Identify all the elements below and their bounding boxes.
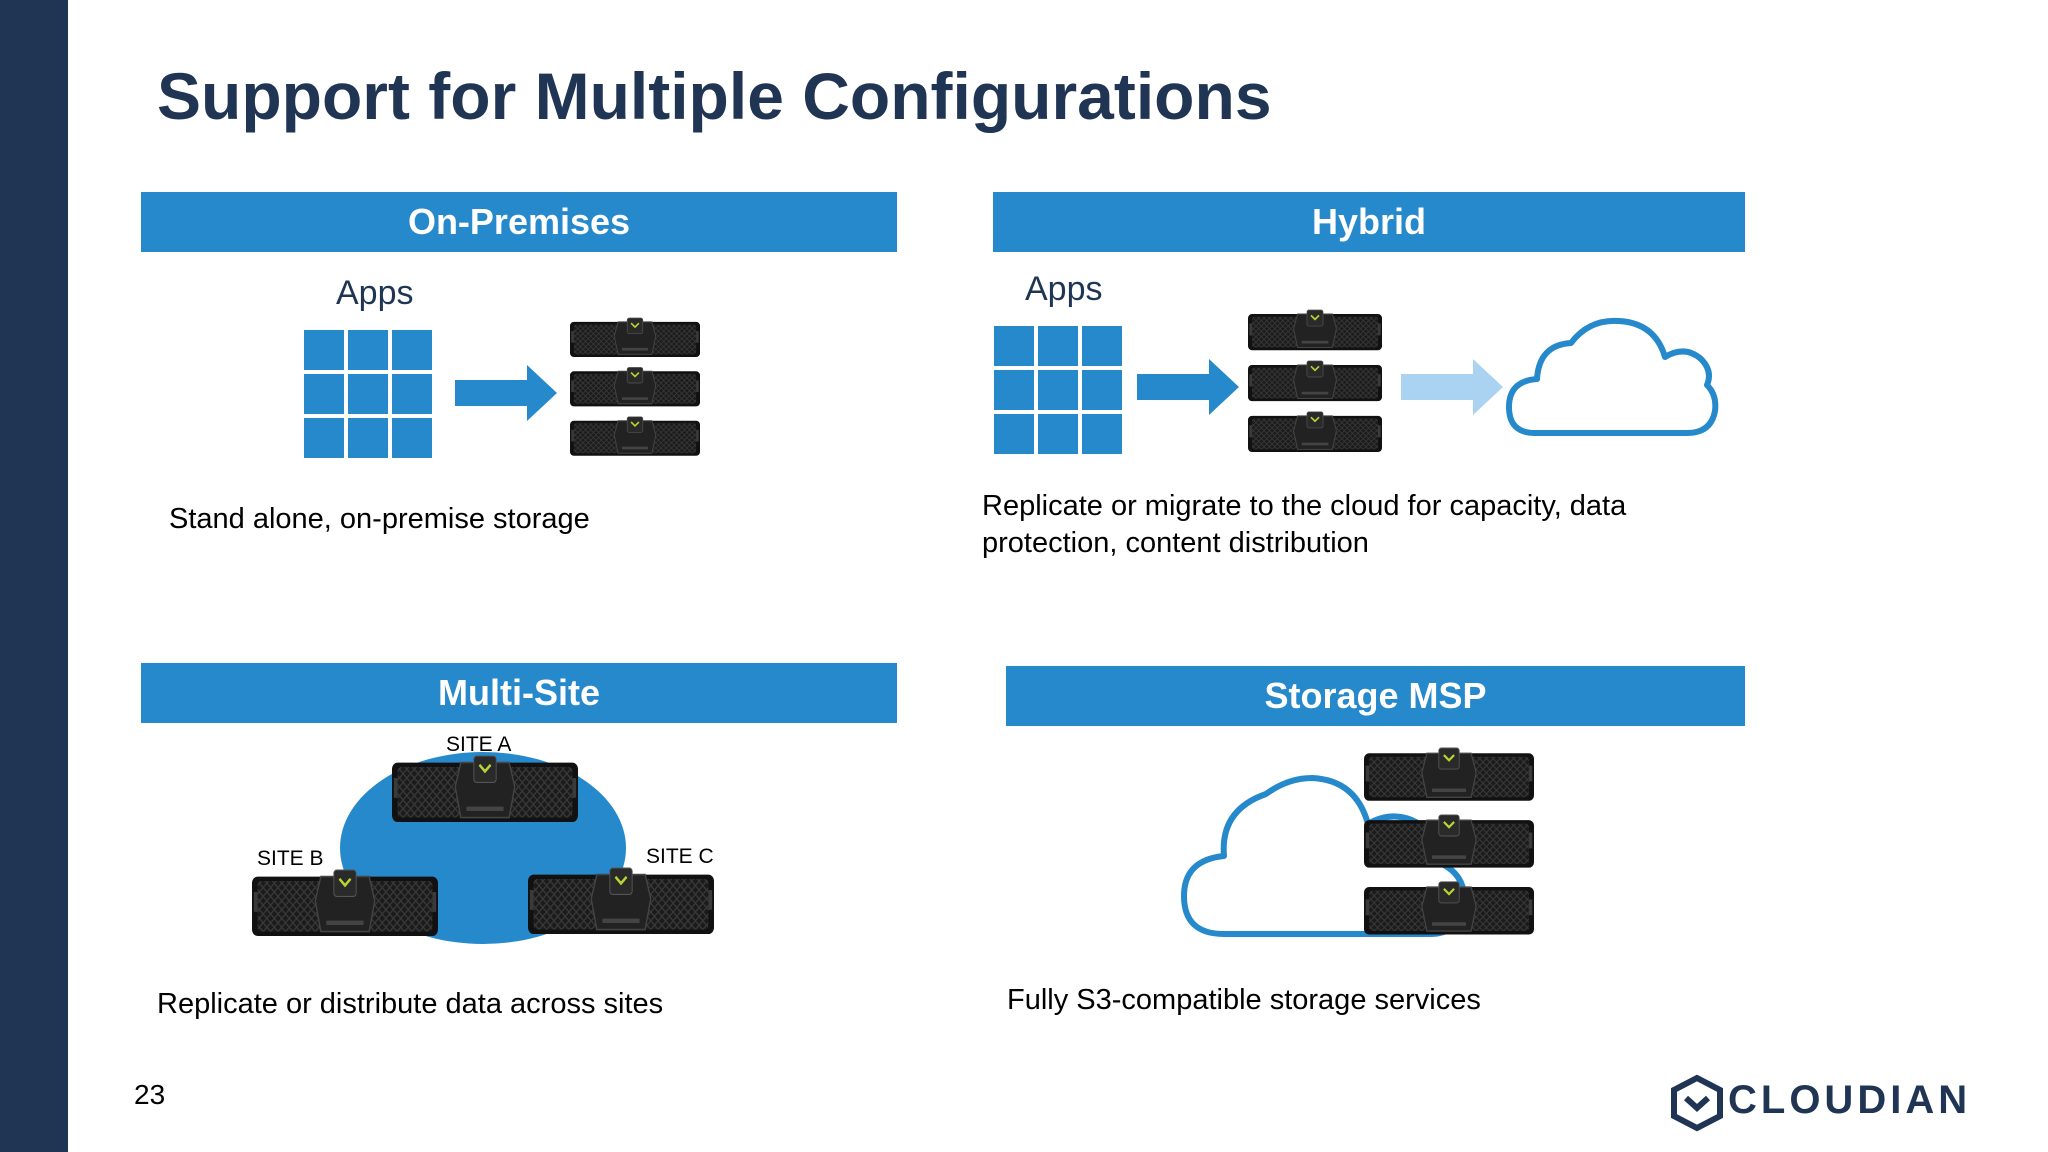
page-number: 23 [134,1079,166,1110]
site-c-label: SITE C [646,845,714,868]
header-storage-msp: Storage MSP [1006,666,1745,726]
arrow-right-icon [455,365,557,421]
caption-hybrid-line1: Replicate or migrate to the cloud for ca… [982,490,1627,522]
storage-appliance-icon [569,415,701,457]
site-b-label: SITE B [257,847,324,870]
storage-appliance-icon [1247,411,1383,453]
storage-appliance-icon [569,317,701,358]
site-a-label: SITE A [446,733,512,756]
header-on-premises: On-Premises [141,192,897,252]
storage-appliance-icon [569,366,701,408]
header-multi-site: Multi-Site [141,663,897,723]
side-bar [0,0,68,1152]
caption-hybrid-line2: protection, content distribution [982,527,1369,559]
arrow-right-icon [1401,359,1503,415]
storage-appliance-icon [1247,360,1383,402]
caption-storage-msp: Fully S3-compatible storage services [1007,984,1481,1016]
storage-appliance-icon [526,866,716,936]
storage-stack-msp [1362,746,1536,936]
storage-appliance-site-a [390,754,580,824]
storage-appliance-icon [250,868,440,938]
header-hybrid: Hybrid [993,192,1745,252]
storage-appliance-icon [1362,813,1536,869]
storage-appliance-icon [1362,746,1536,802]
apps-label-hybrid: Apps [1025,270,1103,308]
apps-grid-icon [304,330,432,458]
caption-multi-site: Replicate or distribute data across site… [157,988,664,1020]
cloud-icon [1506,317,1719,436]
cloud-icon [1181,775,1468,937]
storage-appliance-icon [390,754,580,824]
caption-on-premises: Stand alone, on-premise storage [169,503,590,535]
storage-stack-hybrid [1247,309,1383,453]
cloudian-logo-icon [1671,1074,1723,1132]
storage-appliance-site-c [526,866,716,936]
storage-appliance-icon [1247,309,1383,352]
storage-stack-on-premises [569,317,701,457]
logo-wordmark: CLOUDIAN [1728,1078,1972,1122]
apps-label-on-premises: Apps [336,274,414,312]
arrow-right-icon [1137,359,1239,415]
storage-appliance-icon [1362,880,1536,936]
storage-appliance-site-b [250,868,440,938]
apps-grid-icon [994,326,1122,454]
slide-title: Support for Multiple Configurations [157,59,1272,133]
cloudian-logo: CLOUDIAN [1668,1072,1968,1132]
